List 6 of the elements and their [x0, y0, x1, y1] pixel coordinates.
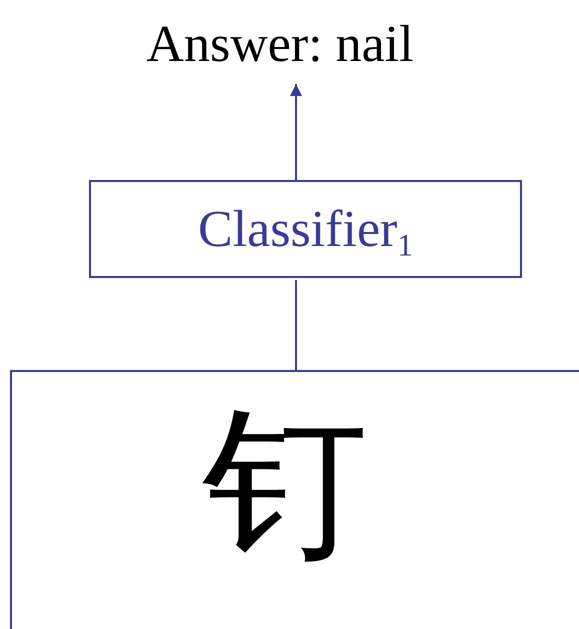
chinese-character: 钉 [203, 402, 368, 567]
answer-text: Answer: nail [146, 14, 414, 74]
classifier-box: Classifier$_{1}$ [89, 180, 522, 278]
connector-line [295, 280, 297, 370]
arrow [290, 84, 302, 180]
character-panel [10, 370, 579, 629]
